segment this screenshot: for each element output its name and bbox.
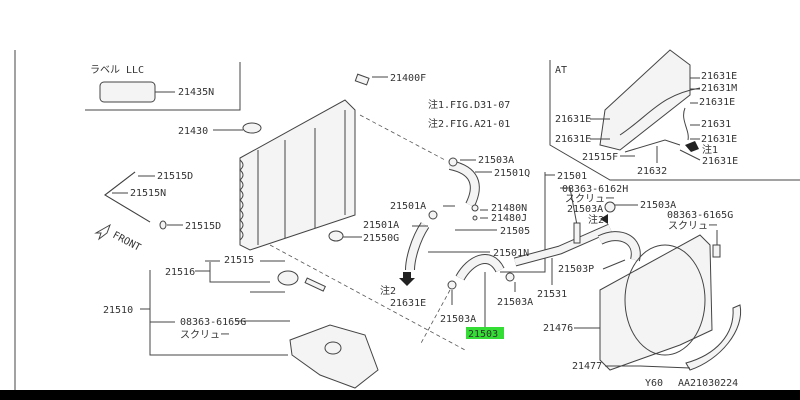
- model-code: Y60: [645, 378, 663, 389]
- shroud-screw: [712, 244, 721, 258]
- screw-label: スクリュー: [668, 220, 718, 232]
- reservoir-tank: [289, 324, 379, 389]
- part-08363-6162H[interactable]: 08363-6162H: [562, 184, 628, 195]
- part-21400F[interactable]: 21400F: [390, 73, 426, 84]
- at-heading: AT: [555, 65, 567, 76]
- note-2-ref: 注2: [588, 213, 604, 226]
- part-21631E[interactable]: 21631E: [555, 114, 591, 125]
- part-21510[interactable]: 21510: [103, 305, 133, 316]
- part-08363-6165G[interactable]: 08363-6165G: [667, 210, 733, 221]
- part-21515D[interactable]: 21515D: [157, 171, 193, 182]
- part-21430[interactable]: 21430: [178, 126, 208, 137]
- part-21631E[interactable]: 21631E: [701, 71, 737, 82]
- label-box-border: [85, 62, 241, 111]
- front-arrow-icon: [94, 223, 111, 241]
- at-oil-cooler: [599, 49, 691, 151]
- part-21503P[interactable]: 21503P: [558, 264, 594, 275]
- part-21503A[interactable]: 21503A: [567, 204, 603, 215]
- part-21515D[interactable]: 21515D: [185, 221, 221, 232]
- part-21501A[interactable]: 21501A: [363, 220, 399, 231]
- part-21501[interactable]: 21501: [557, 171, 587, 182]
- part-21503A[interactable]: 21503A: [640, 200, 676, 211]
- screw-bolt: [573, 222, 581, 244]
- part-21501N[interactable]: 21501N: [493, 248, 529, 259]
- part-21476[interactable]: 21476: [543, 323, 573, 334]
- part-labels: ラベル LLC 21435N 21400F 21430 注1.FIG.D31-0…: [90, 64, 738, 389]
- part-21550G[interactable]: 21550G: [363, 233, 399, 244]
- part-21631E[interactable]: 21631E: [390, 298, 426, 309]
- part-21632[interactable]: 21632: [637, 166, 667, 177]
- part-21516[interactable]: 21516: [165, 267, 195, 278]
- note-1-ref: 注1: [702, 143, 718, 156]
- reservoir-hose: [304, 277, 326, 292]
- part-21503A[interactable]: 21503A: [478, 155, 514, 166]
- clip: [159, 220, 167, 230]
- front-label: FRONT: [111, 230, 143, 254]
- reference-arrow-icon-2: [685, 141, 699, 152]
- part-21631E[interactable]: 21631E: [702, 156, 738, 167]
- mount-rubber: [328, 230, 344, 242]
- highlighted-part-background: [466, 327, 504, 339]
- llc-label-sticker: [99, 81, 156, 103]
- part-21503A[interactable]: 21503A: [497, 297, 533, 308]
- note-2-ref: 注2: [380, 284, 396, 297]
- label-llc-heading: ラベル LLC: [90, 64, 144, 76]
- screw-label: スクリュー: [180, 329, 230, 341]
- part-21477[interactable]: 21477: [572, 361, 602, 372]
- part-21515N[interactable]: 21515N: [130, 188, 166, 199]
- lower-shroud: [685, 304, 742, 371]
- hose-clamp: [448, 157, 458, 167]
- part-21480J[interactable]: 21480J: [491, 213, 527, 224]
- part-21531[interactable]: 21531: [537, 289, 567, 300]
- note-2: 注2.FIG.A21-01: [428, 117, 510, 130]
- note-1: 注1.FIG.D31-07: [428, 98, 510, 111]
- part-21631[interactable]: 21631: [701, 119, 731, 130]
- radiator-cap: [242, 122, 262, 134]
- drain-plug: [354, 73, 370, 86]
- part-21631E[interactable]: 21631E: [701, 134, 737, 145]
- bottom-bar: [0, 390, 800, 400]
- screw-label: スクリュー: [565, 193, 615, 205]
- part-21631M[interactable]: 21631M: [701, 83, 737, 94]
- fan-shroud: [599, 234, 713, 371]
- part-21515F[interactable]: 21515F: [582, 152, 618, 163]
- part-21501Q[interactable]: 21501Q: [494, 168, 530, 179]
- radiator: [239, 99, 356, 251]
- part-08363-6165G[interactable]: 08363-6165G: [180, 317, 246, 328]
- part-21501A[interactable]: 21501A: [390, 201, 426, 212]
- reservoir-cap: [277, 270, 299, 286]
- part-21503-highlighted[interactable]: 21503: [468, 329, 498, 340]
- part-21435N[interactable]: 21435N: [178, 87, 214, 98]
- part-21631E[interactable]: 21631E: [555, 134, 591, 145]
- part-21631E[interactable]: 21631E: [699, 97, 735, 108]
- part-21515[interactable]: 21515: [224, 255, 254, 266]
- part-21480N[interactable]: 21480N: [491, 203, 527, 214]
- diagram-code: AA21030224: [678, 378, 738, 389]
- at-box-border: [549, 60, 800, 181]
- part-21505[interactable]: 21505: [500, 226, 530, 237]
- part-21503A[interactable]: 21503A: [440, 314, 476, 325]
- reference-arrow-icon: [399, 272, 415, 286]
